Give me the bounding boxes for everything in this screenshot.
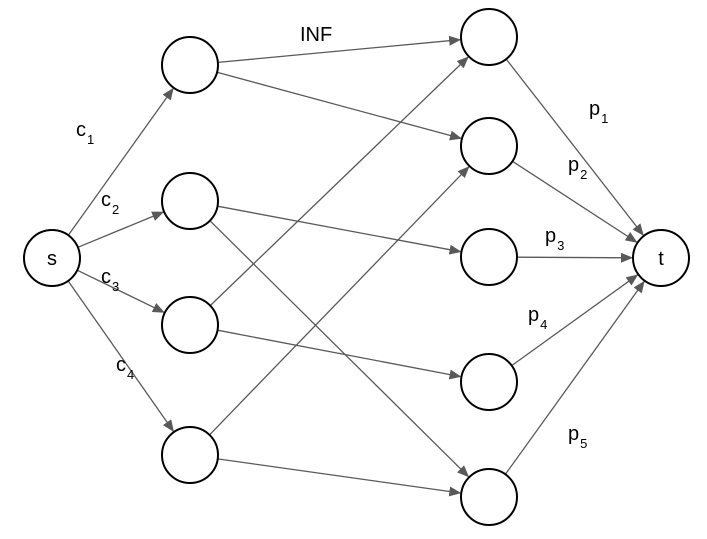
node-t: t (632, 229, 690, 287)
edge-a4-b5 (217, 458, 462, 497)
edge-b1-t (505, 58, 644, 236)
edge-label-s-a2: c2 (101, 189, 119, 217)
node-circle-b1 (460, 8, 518, 66)
edge-label-b1-t: p1 (589, 98, 608, 126)
edge-label-b3-t: p3 (545, 225, 564, 253)
node-circle-s (23, 229, 81, 287)
node-circle-b5 (460, 468, 518, 526)
node-b1 (460, 8, 518, 66)
edge-b3-t (516, 252, 633, 263)
node-label-t: t (658, 248, 664, 270)
edge-s-a1 (67, 87, 174, 236)
edge-s-a2 (77, 211, 165, 248)
edge-s-a4 (67, 280, 174, 433)
edge-b5-t (504, 280, 645, 475)
edge-label-b5-t: p5 (568, 423, 587, 451)
edge-a1-b2 (216, 71, 462, 141)
edge-label-s-a4: c4 (116, 354, 134, 382)
edge-a2-b3 (217, 205, 462, 255)
node-label-s: s (47, 248, 57, 270)
edge-label-b4-t: p4 (528, 304, 547, 332)
node-b3 (460, 228, 518, 286)
edge-label-s-a3: c3 (101, 266, 119, 294)
edge-b4-t (511, 274, 639, 367)
node-s: s (23, 229, 81, 287)
edge-a4-b2 (209, 166, 470, 436)
node-circle-t (632, 229, 690, 287)
node-circle-b4 (460, 353, 518, 411)
node-circle-b2 (460, 117, 518, 175)
edge-a3-b4 (217, 329, 462, 380)
edge-a1-b1 (217, 35, 462, 64)
edge-a3-b1 (209, 56, 469, 307)
edge-s-a3 (76, 269, 165, 313)
node-circle-b3 (460, 228, 518, 286)
node-b4 (460, 353, 518, 411)
node-circle-a2 (161, 172, 219, 230)
node-circle-a4 (161, 426, 219, 484)
node-b2 (460, 117, 518, 175)
node-a3 (161, 296, 219, 354)
edge-b2-t (512, 160, 638, 243)
edge-a2-b5 (209, 220, 470, 478)
edge-label-a1-b1: INF (300, 24, 332, 46)
edge-label-s-a1: c1 (76, 119, 94, 147)
edges-layer (67, 35, 645, 497)
node-a2 (161, 172, 219, 230)
node-a1 (161, 36, 219, 94)
node-circle-a1 (161, 36, 219, 94)
edge-label-b2-t: p2 (568, 154, 587, 182)
node-a4 (161, 426, 219, 484)
node-circle-a3 (161, 296, 219, 354)
node-b5 (460, 468, 518, 526)
